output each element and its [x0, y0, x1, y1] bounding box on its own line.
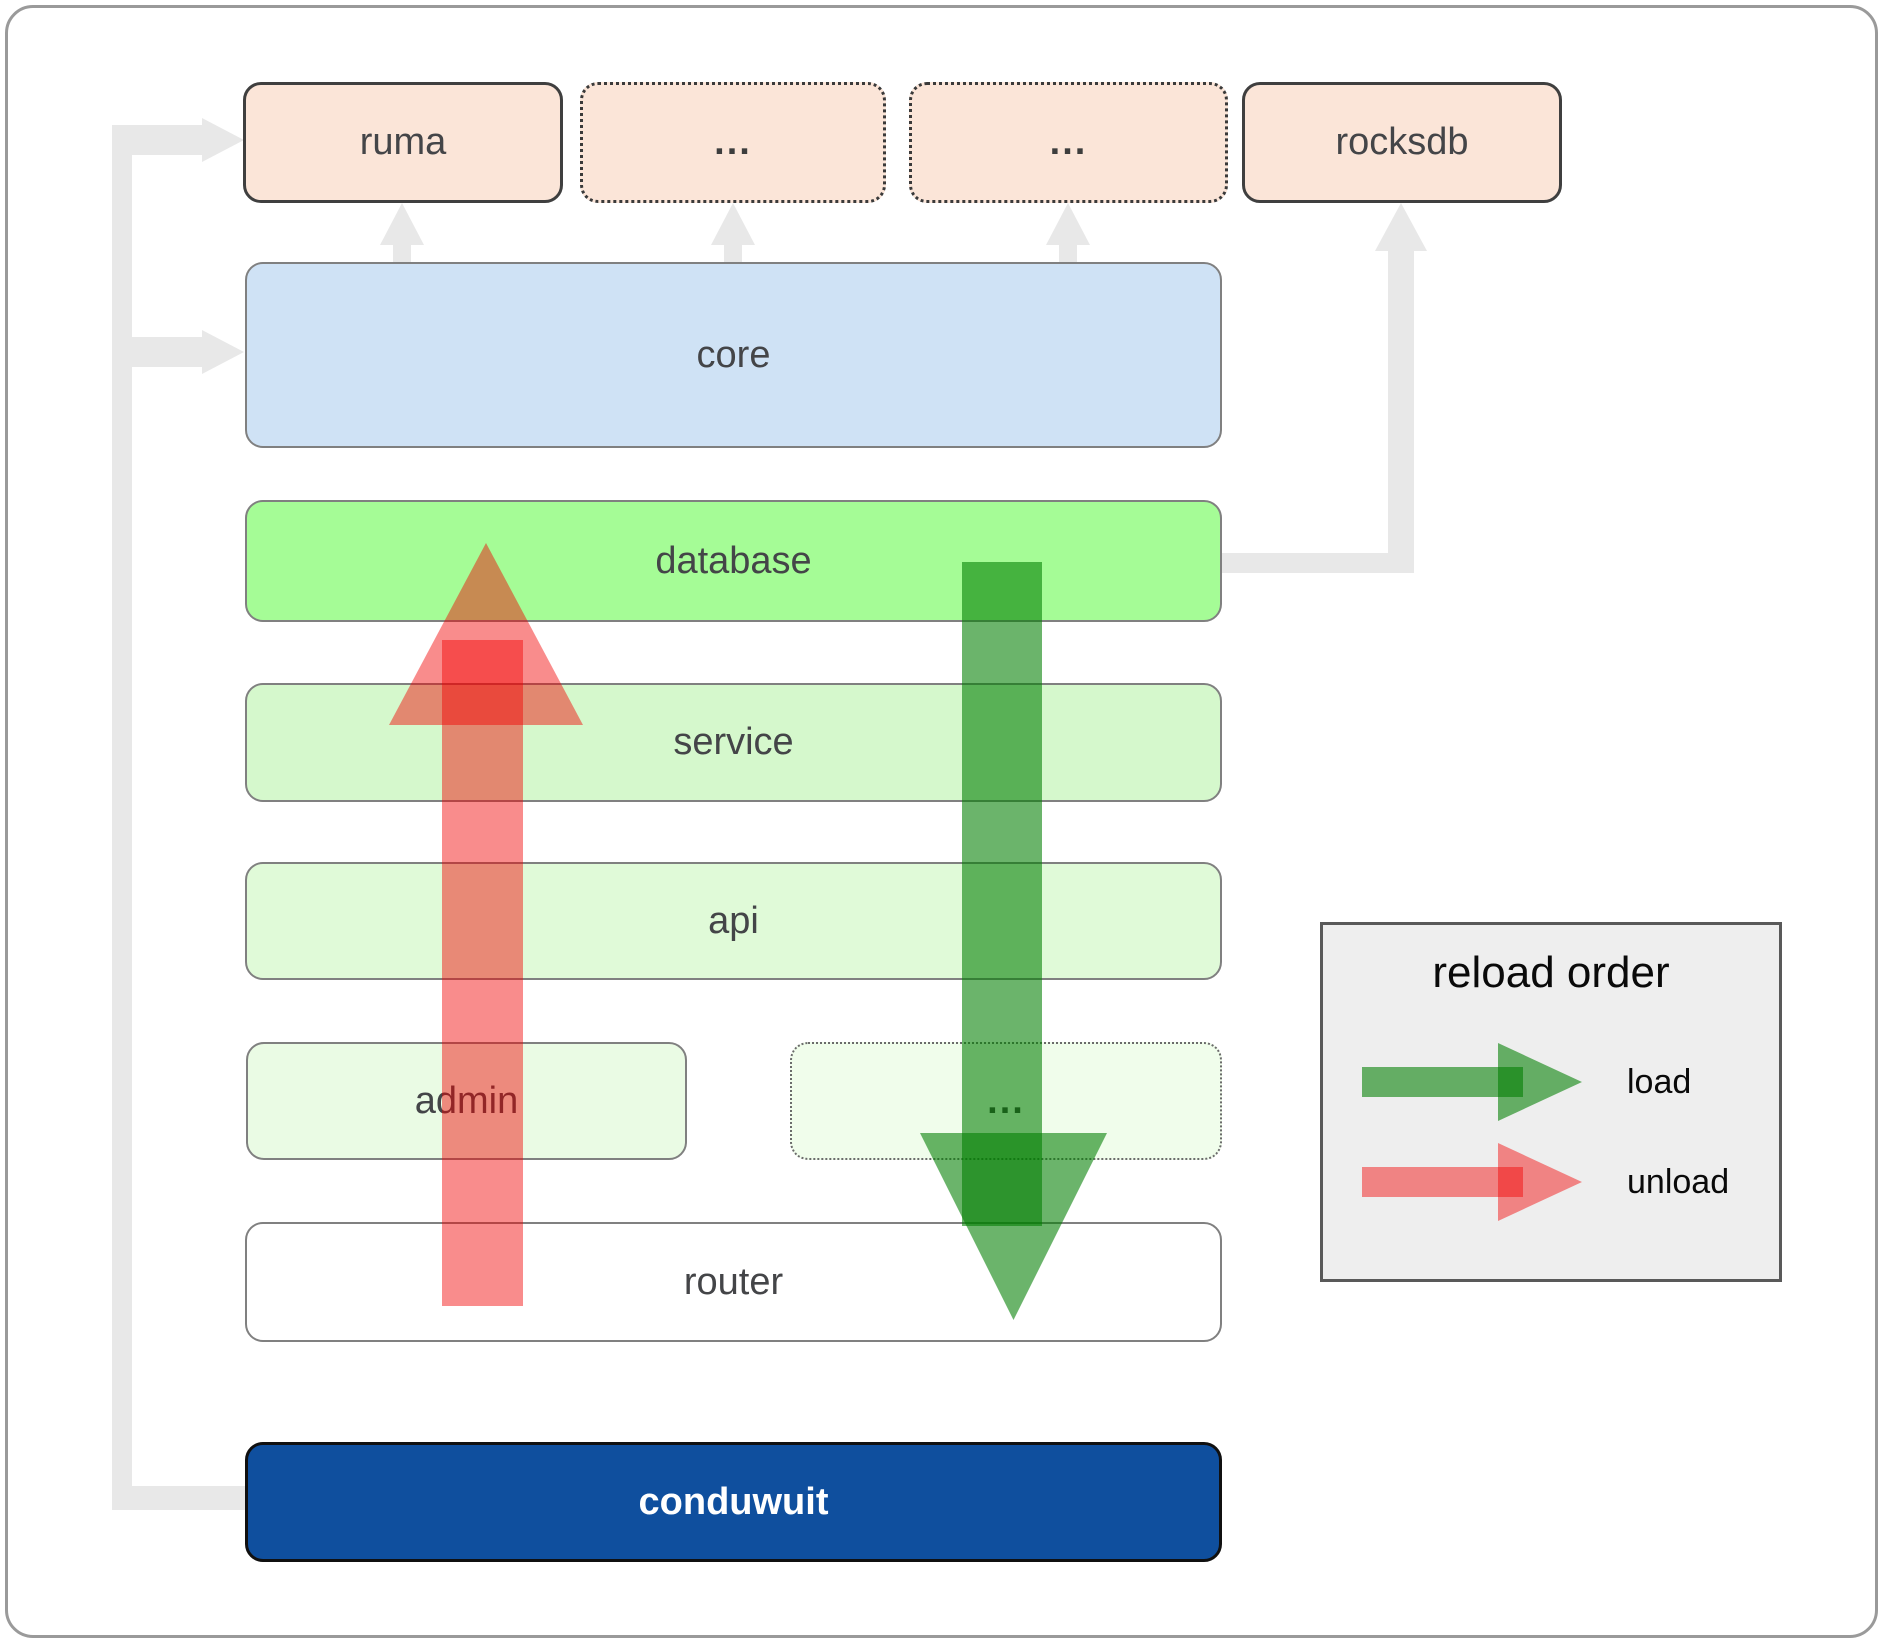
box-database: database — [245, 500, 1222, 622]
connector-database-vertical — [1388, 248, 1414, 573]
box-admin-label: admin — [414, 1079, 519, 1122]
box-conduwuit: conduwuit — [245, 1442, 1222, 1562]
box-core: core — [245, 262, 1222, 448]
legend-unload-label: unload — [1627, 1162, 1730, 1201]
legend-unload-arrow-shaft — [1362, 1167, 1523, 1197]
legend-load-label: load — [1627, 1062, 1692, 1101]
box-database-label: database — [655, 539, 812, 582]
box-ruma: ruma — [243, 82, 563, 203]
legend-title: reload order — [1432, 948, 1670, 997]
connector-from-conduwuit — [112, 1486, 246, 1510]
box-conduwuit-label: conduwuit — [638, 1480, 829, 1523]
legend-load-arrow-shaft — [1362, 1067, 1523, 1097]
box-router-label: router — [683, 1260, 784, 1303]
box-rocksdb: rocksdb — [1242, 82, 1562, 203]
box-dependency-more-2-label: ... — [1049, 121, 1088, 163]
connector-branch-to-core — [112, 337, 204, 367]
box-api-label: api — [708, 899, 759, 942]
box-admin: admin — [246, 1042, 687, 1160]
load-arrow-shaft — [962, 562, 1042, 1226]
connector-branch-to-ruma — [112, 125, 204, 155]
box-dependency-more-1: ... — [580, 82, 886, 203]
legend — [1320, 922, 1782, 1282]
unload-arrow-shaft — [442, 640, 523, 1306]
box-api: api — [245, 862, 1222, 980]
box-service: service — [245, 683, 1222, 802]
connector-database-horizontal — [1222, 553, 1414, 573]
box-ruma-label: ruma — [359, 121, 447, 163]
connector-conduwuit-trunk — [112, 128, 132, 1510]
box-service-label: service — [673, 721, 794, 763]
box-router: router — [245, 1222, 1222, 1342]
box-dependency-more-1-label: ... — [714, 121, 752, 163]
box-dependency-more-2: ... — [909, 82, 1228, 203]
box-rocksdb-label: rocksdb — [1335, 121, 1469, 163]
diagram-outer-border — [5, 5, 1878, 1638]
box-core-label: core — [696, 333, 771, 376]
